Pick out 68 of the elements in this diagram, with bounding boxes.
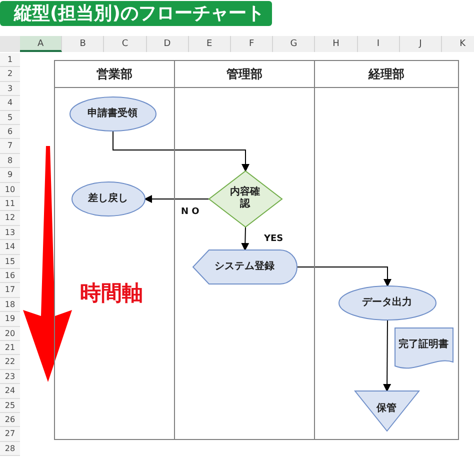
row-number: 9 [0, 168, 20, 183]
column-header: J [400, 36, 442, 52]
axis-label: 時間軸 [80, 280, 143, 307]
row-number: 22 [0, 355, 20, 370]
title-banner: 縦型(担当別)のフローチャート [0, 1, 272, 26]
row-number: 23 [0, 370, 20, 384]
row-number: 27 [0, 427, 20, 442]
lane-heading: 管理部 [175, 61, 314, 88]
row-number: 6 [0, 125, 20, 140]
document-shape [394, 328, 452, 370]
node-label: 差し戻し [86, 192, 129, 205]
terminal-ellipse [72, 182, 144, 216]
arrow [296, 266, 392, 287]
row-number: 16 [0, 269, 20, 284]
arrow [112, 130, 250, 172]
arrow [241, 226, 250, 251]
row-number: 15 [0, 254, 20, 269]
row-number: 12 [0, 211, 20, 226]
swimlane [54, 60, 175, 440]
column-header: G [273, 36, 316, 52]
column-header: F [231, 36, 274, 52]
row-number: 5 [0, 110, 20, 125]
row-number: 3 [0, 82, 20, 96]
node-label: データ出力 [361, 296, 413, 309]
row-number: 17 [0, 283, 20, 298]
node-label: システム登録 [214, 260, 276, 273]
row-number: 4 [0, 96, 20, 111]
terminal-ellipse [70, 96, 156, 130]
column-header: D [146, 36, 189, 52]
decision-diamond [208, 170, 282, 226]
column-header: K [442, 36, 474, 52]
row-number: 26 [0, 413, 20, 428]
row-number: 20 [0, 326, 20, 341]
edge-label: N O [180, 207, 200, 217]
row-number: 2 [0, 67, 20, 82]
node-label: 申請書受領 [86, 107, 138, 120]
row-number: 21 [0, 341, 20, 356]
row-number: 14 [0, 240, 20, 255]
column-header: I [358, 36, 400, 52]
row-number: 7 [0, 139, 20, 154]
row-number: 11 [0, 197, 20, 212]
row-number: 18 [0, 298, 20, 312]
node-label: 完了証明書 [398, 338, 450, 352]
row-number: 10 [0, 182, 20, 197]
row-number: 1 [0, 53, 20, 68]
swimlane [174, 60, 315, 440]
column-header: E [188, 36, 231, 52]
arrow [383, 320, 392, 392]
lane-heading: 経理部 [315, 61, 458, 88]
column-header: C [104, 36, 147, 52]
row-number: 13 [0, 226, 20, 240]
lane-heading: 営業部 [55, 61, 174, 88]
column-header: B [62, 36, 104, 52]
row-number: 24 [0, 384, 20, 399]
terminal-ellipse [338, 286, 436, 320]
column-header: A [20, 36, 62, 52]
display-shape [192, 250, 296, 284]
edge-label: YES [263, 234, 284, 244]
node-label: 内容確認 [229, 186, 261, 211]
row-number: 28 [0, 442, 20, 456]
swimlane [314, 60, 459, 440]
row-number: 25 [0, 398, 20, 413]
arrow [144, 195, 210, 203]
storage-triangle [354, 390, 418, 430]
row-number: 8 [0, 154, 20, 168]
column-header: H [315, 36, 358, 52]
row-number: 19 [0, 312, 20, 327]
node-label: 保管 [375, 402, 398, 415]
